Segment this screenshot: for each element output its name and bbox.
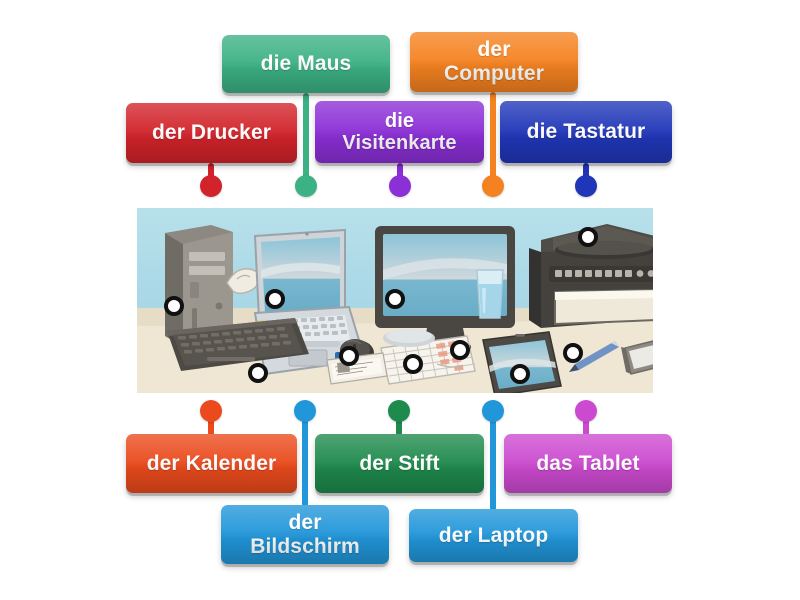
marker-calendar[interactable] <box>450 340 470 360</box>
marker-monitor[interactable] <box>385 289 405 309</box>
connector-stem-das-tablet <box>583 412 589 436</box>
connector-stem-die-maus <box>303 93 309 185</box>
desk-scene-illustration <box>137 208 653 393</box>
label-chip-das-tablet[interactable]: das Tablet <box>504 434 672 493</box>
connector-stem-die-tastatur <box>583 163 589 185</box>
label-text: der Kalender <box>146 451 277 475</box>
connector-knob-der-drucker[interactable] <box>200 175 222 197</box>
label-text: der Drucker <box>152 121 271 145</box>
marker-laptop[interactable] <box>265 289 285 309</box>
label-text: die Tastatur <box>526 120 646 144</box>
marker-tablet[interactable] <box>510 364 530 384</box>
connector-stem-der-laptop <box>490 412 496 511</box>
connector-knob-die-visitenkarte[interactable] <box>389 175 411 197</box>
label-chip-der-laptop[interactable]: der Laptop <box>409 509 578 562</box>
connector-stem-der-computer <box>490 92 496 185</box>
desk-scene-image <box>137 208 653 393</box>
marker-mouse[interactable] <box>339 346 359 366</box>
label-text: der Stift <box>359 451 440 475</box>
label-text: der Laptop <box>438 523 549 547</box>
connector-stem-die-visitenkarte <box>397 163 403 185</box>
connector-knob-der-bildschirm[interactable] <box>294 400 316 422</box>
marker-tower[interactable] <box>164 296 184 316</box>
label-chip-der-drucker[interactable]: der Drucker <box>126 103 297 163</box>
connector-knob-der-computer[interactable] <box>482 175 504 197</box>
label-chip-der-kalender[interactable]: der Kalender <box>126 434 297 493</box>
connector-knob-die-tastatur[interactable] <box>575 175 597 197</box>
connector-stem-der-stift <box>396 412 402 436</box>
marker-keyboard[interactable] <box>248 363 268 383</box>
connector-stem-der-kalender <box>208 412 214 436</box>
connector-knob-das-tablet[interactable] <box>575 400 597 422</box>
label-chip-die-tastatur[interactable]: die Tastatur <box>500 101 672 163</box>
label-chip-die-maus[interactable]: die Maus <box>222 35 390 93</box>
label-chip-der-stift[interactable]: der Stift <box>315 434 484 493</box>
connector-knob-die-maus[interactable] <box>295 175 317 197</box>
connector-knob-der-kalender[interactable] <box>200 400 222 422</box>
label-text: die Maus <box>260 52 352 76</box>
marker-pen[interactable] <box>563 343 583 363</box>
connector-knob-der-stift[interactable] <box>388 400 410 422</box>
marker-printer[interactable] <box>578 227 598 247</box>
connector-knob-der-laptop[interactable] <box>482 400 504 422</box>
label-text: das Tablet <box>536 451 640 475</box>
connector-stem-der-drucker <box>208 163 214 185</box>
connector-stem-der-bildschirm <box>302 412 308 507</box>
marker-business-card[interactable] <box>403 354 423 374</box>
